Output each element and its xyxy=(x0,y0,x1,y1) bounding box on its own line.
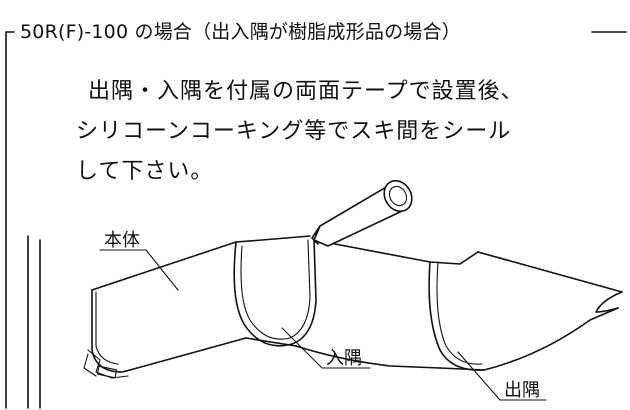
outer-corner-base xyxy=(439,367,485,371)
label-outer-corner: 出隅 xyxy=(504,380,540,401)
end-cap-bracket xyxy=(83,353,97,377)
instruction-note: 出隅・入隅を付属の両面テープで設置後、 シリコーンコーキング等でスキ間をシール … xyxy=(76,79,524,184)
outer-corner-piece xyxy=(428,251,485,371)
label-outer-corner-leader xyxy=(457,351,501,401)
inner-corner-top xyxy=(235,235,311,243)
right-end-profile xyxy=(595,291,623,313)
body-end-profile xyxy=(91,289,131,373)
gutter-mid-section xyxy=(295,239,441,369)
label-body-group: 本体 xyxy=(99,230,179,291)
wall xyxy=(27,235,41,409)
gutter-body xyxy=(83,241,247,379)
caulking-tube-end-inner xyxy=(388,185,408,207)
label-body: 本体 xyxy=(104,230,140,251)
label-inner-corner-leader xyxy=(281,327,323,369)
instruction-line-2: シリコーンコーキング等でスキ間をシール xyxy=(76,119,511,144)
right-bottom-edge xyxy=(483,307,619,371)
end-cap-clip xyxy=(96,365,118,379)
body-top-edge xyxy=(91,241,237,291)
gutter-right-section xyxy=(477,251,623,371)
body-end-inner xyxy=(95,291,119,365)
outer-corner-top xyxy=(429,251,479,265)
inner-corner-base xyxy=(245,337,297,347)
inner-corner-profile-inner xyxy=(240,239,311,340)
title-frame xyxy=(5,31,627,409)
outer-corner-profile-inner xyxy=(436,261,483,365)
body-bottom-edge xyxy=(129,337,247,371)
instruction-line-3: して下さい。 xyxy=(76,159,213,184)
label-body-leader xyxy=(145,249,179,291)
label-inner-corner: 入隅 xyxy=(326,348,362,369)
inner-corner-piece xyxy=(233,235,317,347)
caulking-tube-nozzle xyxy=(311,225,321,245)
frame-corner-left xyxy=(5,31,15,41)
right-top-edge xyxy=(477,251,623,293)
label-outer-corner-group: 出隅 xyxy=(457,351,547,401)
label-inner-corner-group: 入隅 xyxy=(281,327,371,369)
end-cap-detail xyxy=(87,349,129,379)
inner-corner-profile-outer xyxy=(233,239,317,347)
caulking-tube xyxy=(311,179,413,247)
instruction-line-1: 出隅・入隅を付属の両面テープで設置後、 xyxy=(88,79,524,104)
frame-title: 50R(F)-100 の場合（出入隅が樹脂成形品の場合） xyxy=(20,21,461,43)
mid-bottom-edge xyxy=(295,345,441,369)
